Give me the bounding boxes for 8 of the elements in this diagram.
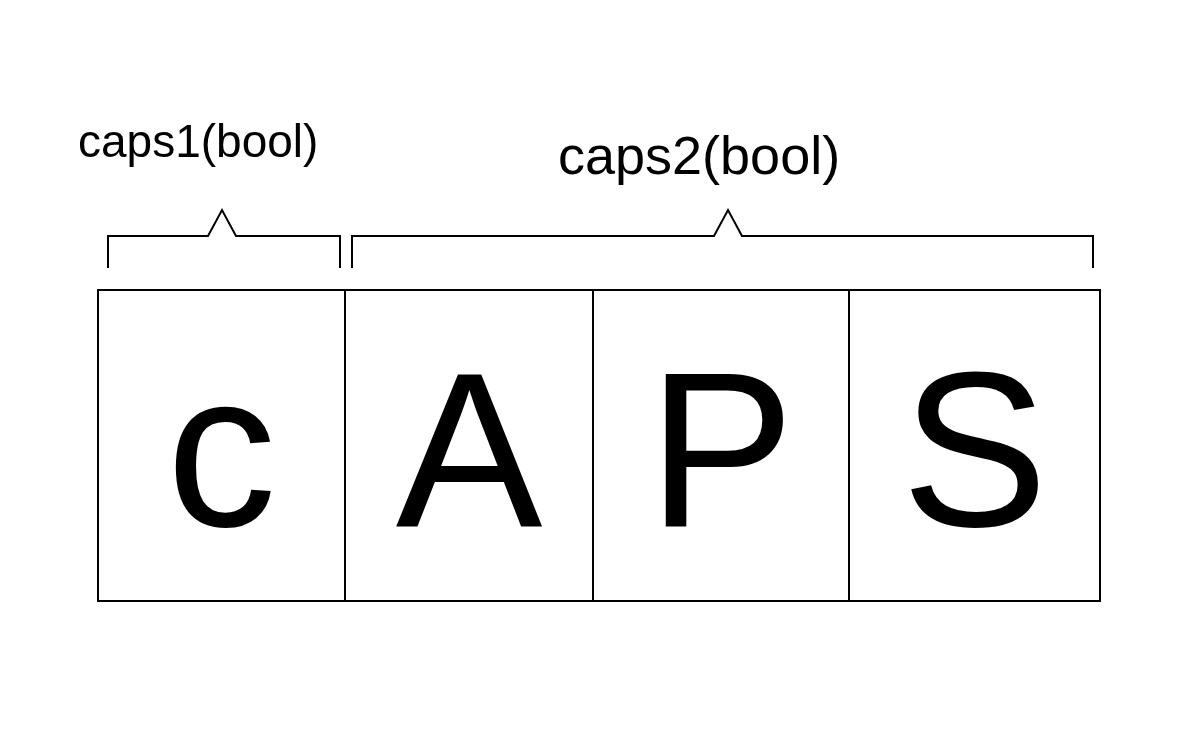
letter: P bbox=[647, 340, 795, 560]
letter-cell bbox=[848, 289, 1101, 602]
letter-cell bbox=[97, 289, 346, 602]
letter-cell bbox=[344, 289, 594, 602]
letter: S bbox=[901, 340, 1048, 560]
letter-cell bbox=[592, 289, 850, 602]
letter: c bbox=[166, 340, 277, 560]
letter: A bbox=[395, 340, 543, 560]
